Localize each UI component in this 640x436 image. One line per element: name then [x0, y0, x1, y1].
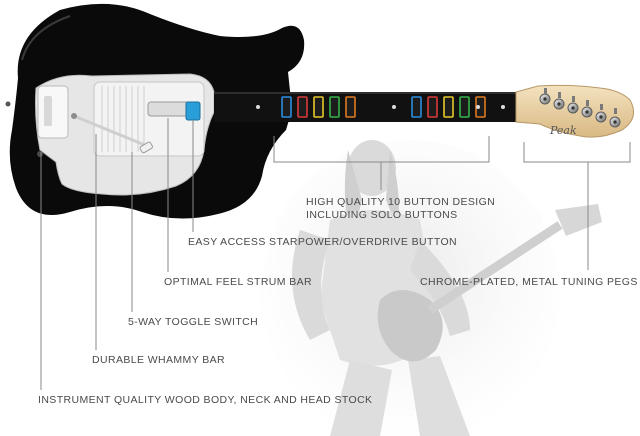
- guitar-neck: [214, 92, 518, 122]
- callout-strum-bar: OPTIMAL FEEL STRUM BAR: [164, 276, 313, 288]
- headstock: Peak: [515, 84, 635, 138]
- callout-fret-buttons-line1: HIGH QUALITY 10 BUTTON DESIGN: [306, 196, 496, 208]
- fret-button-3[interactable]: [313, 96, 324, 118]
- callout-whammy-bar: DURABLE WHAMMY BAR: [92, 354, 226, 366]
- fret-button-1[interactable]: [281, 96, 292, 118]
- background-guitarist-image: [260, 140, 602, 436]
- strum-bar-ridges: [101, 86, 145, 152]
- callout-fret-buttons-line2: INCLUDING SOLO BUTTONS: [306, 209, 458, 221]
- fret-marker: [256, 105, 260, 109]
- solo-button-1[interactable]: [411, 96, 422, 118]
- headstock-logo: Peak: [549, 124, 577, 137]
- whammy-bar[interactable]: [73, 114, 153, 150]
- callout-wood-body: INSTRUMENT QUALITY WOOD BODY, NECK AND H…: [38, 394, 373, 406]
- output-jack: [5, 101, 11, 107]
- callout-toggle-switch: 5-WAY TOGGLE SWITCH: [128, 316, 259, 328]
- leader-lines: [40, 118, 631, 390]
- strum-bar[interactable]: [147, 101, 193, 117]
- whammy-bar-tip: [71, 113, 77, 119]
- fret-button-4[interactable]: [329, 96, 340, 118]
- fret-marker: [392, 105, 396, 109]
- callout-tuning-pegs: CHROME-PLATED, METAL TUNING PEGS: [420, 276, 638, 288]
- bridge-block: [37, 85, 69, 139]
- bridge-slot: [44, 96, 52, 126]
- bracket-tuning-pegs: [523, 142, 631, 163]
- toggle-switch[interactable]: [139, 141, 153, 154]
- callout-starpower: EASY ACCESS STARPOWER/OVERDRIVE BUTTON: [188, 236, 458, 248]
- solo-button-3[interactable]: [443, 96, 454, 118]
- starpower-button[interactable]: [185, 101, 201, 121]
- callout-fret-buttons: HIGH QUALITY 10 BUTTON DESIGN INCLUDING …: [306, 196, 495, 222]
- volume-knob: [37, 151, 43, 157]
- fret-marker: [476, 105, 480, 109]
- tuning-pegs: [539, 88, 621, 128]
- fret-button-2[interactable]: [297, 96, 308, 118]
- fret-marker: [501, 105, 505, 109]
- solo-button-4[interactable]: [459, 96, 470, 118]
- fret-button-5[interactable]: [345, 96, 356, 118]
- solo-button-2[interactable]: [427, 96, 438, 118]
